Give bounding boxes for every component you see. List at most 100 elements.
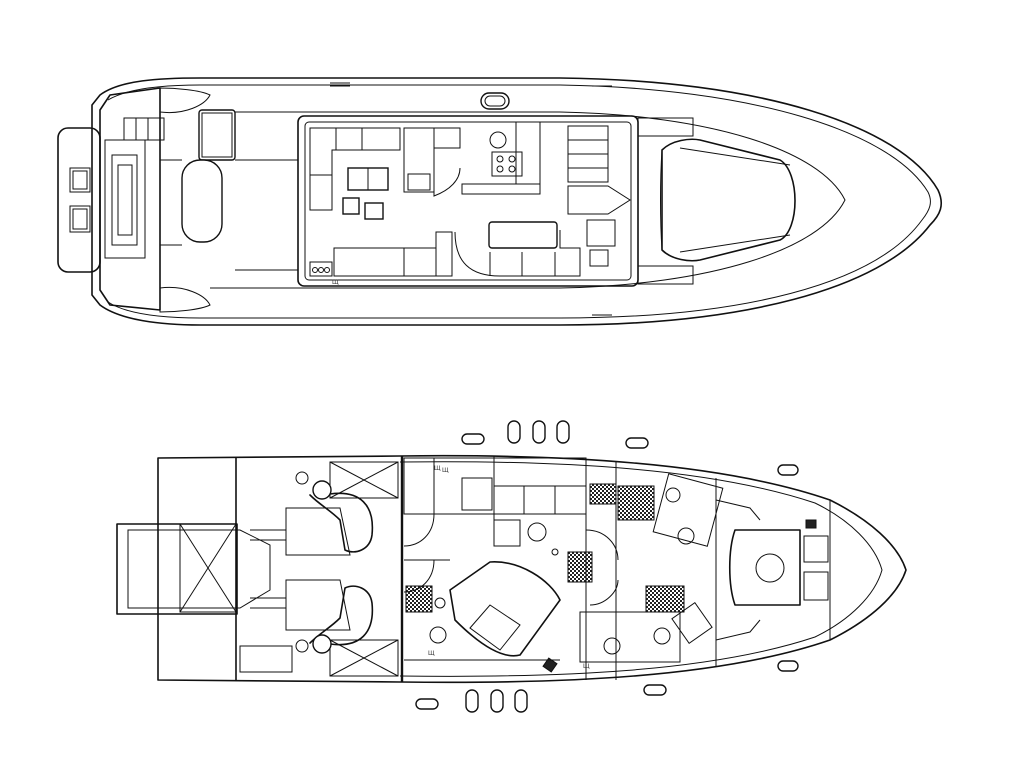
engine-box-top	[329, 461, 399, 499]
windshield-curve	[660, 149, 663, 251]
dinette-seat	[454, 230, 581, 277]
porthole-top-4	[461, 433, 485, 445]
main-deck-hull-inner-1	[107, 84, 931, 319]
aft-cabinet	[333, 247, 405, 277]
guest-shower-grate-1	[589, 483, 617, 505]
aft-head-basin	[434, 597, 446, 609]
dinette-table	[488, 221, 558, 249]
galley-cooktop	[491, 151, 523, 177]
engine-top-turbo	[312, 480, 332, 500]
salon-chair-seat	[407, 173, 431, 191]
porthole-bot-3	[514, 689, 528, 713]
lower-deck-hull-inner	[399, 461, 883, 677]
vip-locker-1	[803, 535, 829, 563]
bbq-knob-3	[324, 267, 330, 273]
vip-wardrobe-bottom	[715, 619, 761, 641]
foredeck-locker-bottom	[637, 265, 694, 285]
porthole-bot-4	[415, 698, 439, 710]
guest-cabin-2-basin	[603, 637, 621, 655]
engine-bottom-turbo	[312, 634, 332, 654]
lower-deck-hull	[157, 454, 907, 684]
guest-cabin-1	[652, 473, 724, 547]
guest-cabin-2	[579, 611, 681, 663]
platform-hatch-2i	[72, 208, 88, 230]
guest-shower-grate-2	[617, 485, 655, 521]
porthole-top-5	[625, 437, 649, 449]
bbq-unit	[309, 261, 333, 277]
platform-hatch-1i	[72, 170, 88, 190]
engine-box-bottom	[329, 639, 399, 677]
aft-cabinet-3	[435, 231, 453, 277]
mid-valve	[551, 548, 559, 556]
door-swing-1	[403, 513, 435, 547]
engine-top-body	[285, 507, 351, 556]
helm-console	[589, 249, 609, 267]
vip-locker-2	[803, 571, 829, 601]
door-swing-3	[585, 529, 619, 561]
mid-shower-grate	[567, 551, 593, 583]
vanity	[493, 519, 521, 547]
guest-cabin-2-toilet	[653, 627, 671, 645]
vip-fixture	[805, 519, 817, 529]
vanity-sink	[527, 522, 547, 542]
lower-label-2: Щ	[428, 650, 435, 657]
swim-platform	[57, 127, 101, 273]
porthole-top-2	[532, 420, 546, 444]
guest-cabin-1-fixture	[665, 487, 681, 503]
deck-hatch	[480, 92, 510, 110]
porthole-top-3	[556, 420, 570, 444]
foredeck-locker-top	[637, 117, 694, 137]
lower-label-4: Щ	[434, 465, 441, 472]
galley-sink	[489, 131, 507, 149]
burner-4	[508, 165, 516, 173]
galley-counter-1	[433, 127, 461, 149]
vip-bed-round	[755, 553, 785, 583]
vip-wardrobe-top	[715, 499, 761, 521]
guest-cabin-1-toilet	[677, 527, 695, 545]
main-deck-hull-outer	[91, 77, 942, 326]
platform-hatch-2	[69, 205, 91, 233]
foredeck-rail-bottom	[679, 234, 791, 253]
vip-bed	[729, 529, 801, 606]
porthole-bot-1	[465, 689, 479, 713]
salon-enclosure	[297, 115, 639, 287]
galley-fridge	[515, 121, 541, 185]
master-pillows	[469, 604, 521, 651]
lower-platform-step	[127, 529, 159, 609]
porthole-top-1	[507, 420, 521, 444]
lower-swim-platform	[116, 523, 238, 615]
burner-3	[496, 165, 504, 173]
galley-rail	[461, 183, 541, 195]
aft-shower-grate	[405, 585, 433, 613]
tender-garage	[158, 529, 271, 609]
foredeck-rail-top	[679, 147, 791, 166]
engine-top	[309, 492, 374, 553]
aft-sunpad-inner	[111, 154, 138, 246]
main-deck-plan: Щ	[57, 77, 942, 326]
aft-corner-top	[159, 87, 211, 114]
engine-bot-filter	[295, 639, 309, 653]
crew-bunk	[461, 477, 493, 511]
main-deck-label: Щ	[332, 279, 339, 286]
engine-bottom	[309, 585, 374, 646]
aft-head-toilet	[429, 626, 447, 644]
helm-seat	[586, 219, 616, 247]
lower-label-1: Щ	[442, 467, 449, 474]
salon-stool-2	[364, 202, 384, 220]
foredeck-sunpad	[661, 138, 796, 262]
bbq-knob-2	[318, 267, 324, 273]
porthole-bot-5	[643, 684, 667, 696]
burner-2	[508, 155, 516, 163]
platform-hatch-1	[69, 167, 91, 193]
engine-box-bot-x2	[329, 639, 399, 677]
salon-stool-1	[342, 197, 360, 215]
guest-step	[671, 601, 713, 645]
engine-top-filter	[295, 471, 309, 485]
aft-cabinet-2	[403, 247, 437, 277]
porthole-bot-6	[777, 660, 799, 672]
aft-steps	[123, 117, 165, 141]
salon-inner	[304, 121, 632, 281]
aft-cockpit-edge	[99, 87, 161, 311]
aft-corner-bottom	[159, 286, 211, 313]
porthole-top-6	[777, 464, 799, 476]
